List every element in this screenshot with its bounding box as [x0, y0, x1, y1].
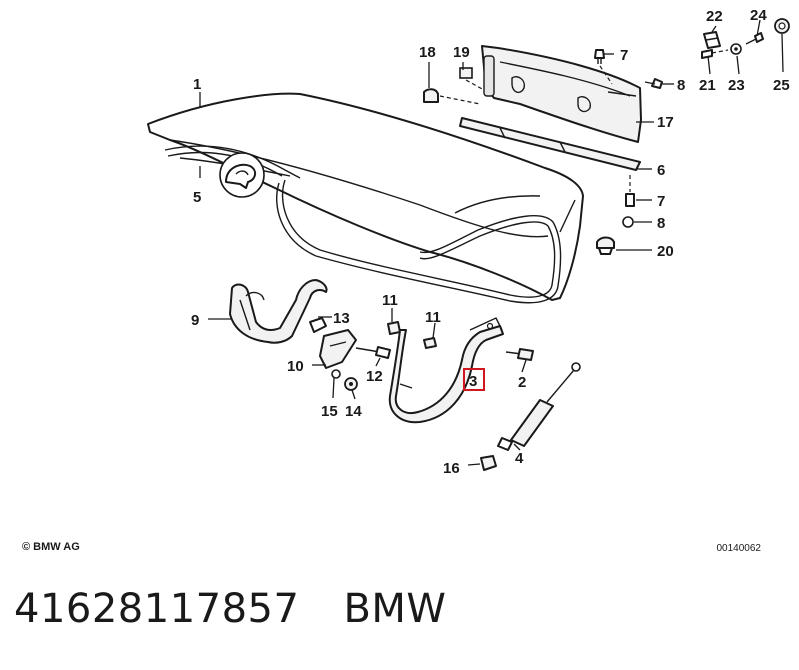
strip: [459, 117, 641, 171]
highlight-box: [463, 368, 485, 391]
hinge-10: [319, 329, 357, 369]
callout-15: 15: [321, 403, 338, 420]
fastener-22: [703, 31, 721, 49]
bolt-12: [355, 346, 391, 359]
callout-4: 4: [515, 450, 524, 467]
callout-10: 10: [287, 358, 304, 375]
callout-22: 22: [706, 8, 723, 25]
hinge-bracket-9: [229, 279, 328, 344]
trunk-lid: [147, 92, 584, 301]
grommet-25: [774, 18, 790, 34]
washer-23: [730, 43, 742, 55]
nut-11-right: [423, 337, 437, 349]
screw-8-upper: [644, 78, 663, 89]
part-footer: 41628117857 BMW: [14, 586, 446, 632]
nut-19: [459, 67, 485, 91]
hinge-arm-3: [388, 317, 504, 424]
clip-7-lower: [625, 175, 635, 207]
leader-lines: [199, 19, 784, 466]
callout-12: 12: [366, 368, 383, 385]
callout-25: 25: [773, 77, 790, 94]
callout-16: 16: [443, 460, 460, 477]
callout-19: 19: [453, 44, 470, 61]
gas-strut-4: [497, 362, 581, 451]
callout-8-upper: 8: [677, 77, 685, 94]
callout-17: 17: [657, 114, 674, 131]
callout-5: 5: [193, 189, 201, 206]
screw-24: [745, 32, 764, 45]
callout-14: 14: [345, 403, 362, 420]
brand-name: BMW: [343, 586, 447, 632]
callout-3: 3: [469, 373, 477, 390]
callout-1: 1: [193, 76, 201, 93]
clip-16: [480, 455, 497, 471]
nut-14: [344, 377, 358, 391]
screw-8-lower: [622, 216, 634, 228]
nut-11-left: [387, 321, 401, 335]
callout-8-lower: 8: [657, 215, 665, 232]
callout-11-left: 11: [382, 292, 398, 309]
callout-18: 18: [419, 44, 436, 61]
copyright-notice: © BMW AG: [22, 541, 80, 553]
seal-profile-detail: [219, 152, 265, 198]
callout-11-right: 11: [425, 309, 441, 326]
callout-2: 2: [518, 374, 526, 391]
clip-13: [309, 317, 327, 333]
callout-9: 9: [191, 312, 199, 329]
callout-7-lower: 7: [657, 193, 665, 210]
drawing-id: 00140062: [716, 543, 762, 554]
buffer-18: [423, 88, 481, 105]
callout-13: 13: [333, 310, 350, 327]
screw-21: [701, 49, 729, 59]
clip-7-upper: [594, 49, 613, 85]
parts-diagram: 1 2 3 4 5 6 7 7 8 8 9 10 11 11 12 13 14 …: [147, 7, 790, 477]
callout-21: 21: [699, 77, 716, 94]
bolt-2: [505, 348, 534, 361]
callout-20: 20: [657, 243, 674, 260]
inner-trim-panel: [481, 45, 642, 143]
callout-labels: 1 2 3 4 5 6 7 7 8 8 9 10 11 11 12 13 14 …: [191, 7, 790, 477]
callout-24: 24: [750, 7, 767, 24]
callout-6: 6: [657, 162, 665, 179]
callout-7-upper: 7: [620, 47, 628, 64]
callout-23: 23: [728, 77, 745, 94]
rubber-buffer-20: [596, 236, 615, 255]
washer-15: [331, 369, 341, 379]
part-number: 41628117857: [14, 586, 300, 632]
